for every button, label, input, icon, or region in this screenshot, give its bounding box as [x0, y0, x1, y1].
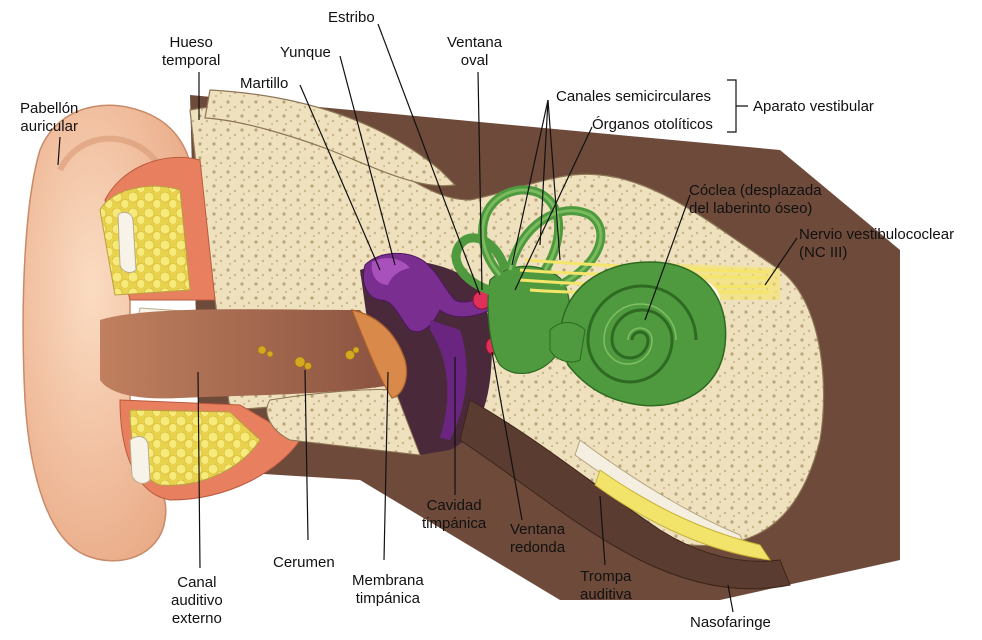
label-nasofaringe: Nasofaringe: [690, 614, 771, 632]
label-ventana-redonda: Ventana redonda: [510, 521, 565, 557]
label-canal-auditivo-externo: Canal auditivo externo: [171, 574, 223, 628]
label-trompa-auditiva: Trompa auditiva: [580, 568, 632, 604]
label-yunque: Yunque: [280, 44, 331, 62]
label-canales-semicirculares: Canales semicirculares: [556, 88, 711, 106]
label-coclea: Cóclea (desplazada del laberinto óseo): [689, 182, 822, 218]
label-organos-otoliticos: Órganos otolíticos: [592, 116, 713, 134]
cartilage-lower: [130, 437, 150, 484]
label-martillo: Martillo: [240, 75, 288, 93]
label-hueso-temporal: Hueso temporal: [162, 34, 220, 70]
label-estribo: Estribo: [328, 9, 375, 27]
label-pabellon-auricular: Pabellón auricular: [20, 100, 78, 136]
cartilage-upper: [118, 212, 136, 272]
label-nervio-vestibulococlear: Nervio vestibulococlear (NC III): [799, 226, 954, 262]
vestibule-cochlea-link: [550, 323, 585, 362]
fat-layer-upper: [100, 186, 190, 295]
label-cerumen: Cerumen: [273, 554, 335, 572]
label-cavidad-timpanica: Cavidad timpánica: [422, 497, 486, 533]
label-membrana-timpanica: Membrana timpánica: [352, 572, 424, 608]
label-aparato-vestibular: Aparato vestibular: [753, 98, 874, 116]
label-ventana-oval: Ventana oval: [447, 34, 502, 70]
